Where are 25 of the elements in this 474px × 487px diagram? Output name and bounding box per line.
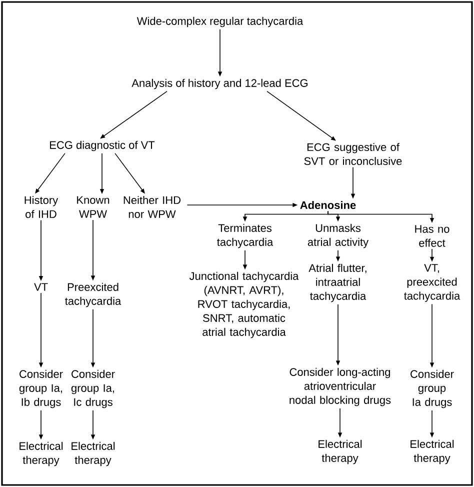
step-label: Wide-complex regular tachycardia	[136, 16, 304, 28]
step-label: Known WPW	[77, 196, 110, 218]
arrow	[266, 90, 336, 141]
step-label: Consider group Ia, Ic drugs	[71, 370, 115, 408]
step-label: Electrical therapy	[410, 440, 454, 464]
step-label: Adenosine	[300, 200, 356, 210]
step-label: Terminates tachycardia	[217, 224, 274, 248]
step-label: Junctional tachycardia (AVNRT, AVRT), RVOT tachycardia, SNRT, automatic atrial tachycardia	[189, 272, 299, 338]
step-label: Consider group Ia drugs	[410, 370, 454, 408]
step-label: VT, preexcited tachycardia	[404, 264, 460, 302]
step-label: ECG diagnostic of VT	[50, 140, 155, 152]
step-label: Neither IHD nor WPW	[124, 196, 180, 218]
step-label: Atrial flutter, intraatrial tachycardia	[308, 264, 366, 302]
step-label: VT	[34, 283, 48, 291]
step-label: Unmasks atrial activity	[308, 224, 369, 248]
step-label: Analysis of history and 12-lead ECG	[132, 78, 308, 90]
step-label: Electrical therapy	[318, 440, 362, 464]
step-label: History of IHD	[24, 196, 58, 218]
step-label: ECG suggestive of SVT or inconclusive	[304, 142, 402, 166]
step-label: Electrical therapy	[20, 442, 63, 466]
step-label: Electrical therapy	[72, 442, 115, 466]
step-label: Consider group Ia, Ib drugs	[19, 370, 63, 408]
step-label: Preexcited tachycardia	[65, 282, 122, 308]
step-label: Consider long-acting atrioventricular nodal blocking drugs	[290, 368, 391, 406]
step-label: Has no effect	[415, 225, 450, 247]
